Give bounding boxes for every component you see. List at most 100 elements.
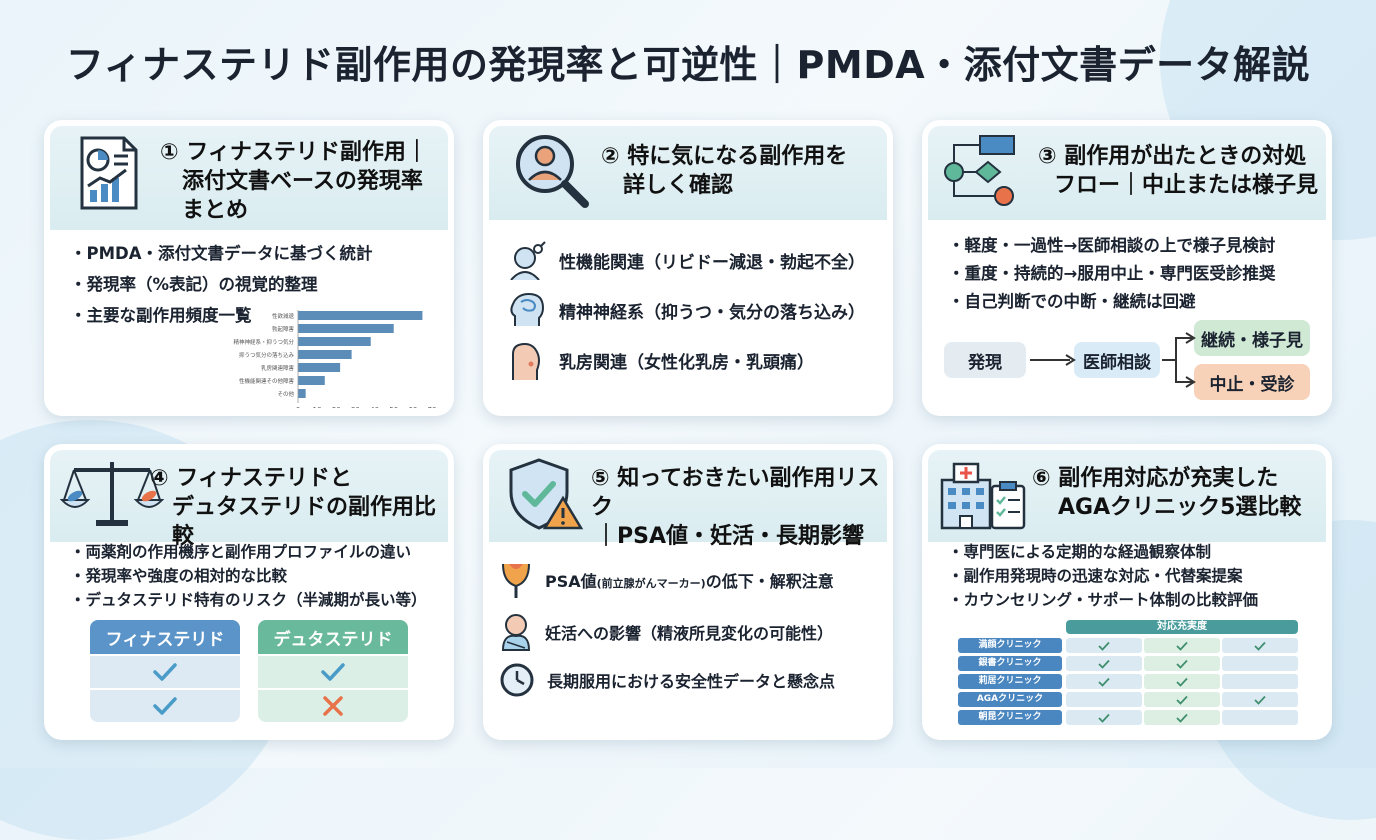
chart-tick-label: 40: [370, 406, 379, 408]
card-response-flow: ③ 副作用が出たときの対処 フロー｜中止または様子見 ・軽度・一過性→医師相談の…: [922, 120, 1332, 416]
card3-bullet: ・重度・持続的→服用中止・専門医受診推奨: [948, 264, 1276, 283]
clinic-rating-cell: [1144, 692, 1220, 707]
chart-tick-label: 30: [351, 406, 360, 408]
card4-title-line1: ④ フィナステリドと: [150, 466, 352, 491]
page-title: フィナステリド副作用の発現率と可逆性｜PMDA・添付文書データ解説: [65, 43, 1311, 87]
clinic-rating-cell: [1144, 656, 1220, 671]
comparison-cell: [90, 690, 240, 722]
check-icon: [1098, 677, 1110, 687]
chart-tick-label: 60: [408, 406, 417, 408]
clinic-name: 満顔クリニック: [958, 638, 1062, 653]
chart-bar: [298, 337, 371, 346]
flowchart-icon: [944, 135, 1015, 206]
psa-note: (前立腺がんマーカー): [596, 577, 706, 590]
chart-tick-label: 10: [313, 406, 322, 408]
card3-bullets: ・軽度・一過性→医師相談の上で様子見検討 ・重度・持続的→服用中止・専門医受診推…: [948, 232, 1275, 316]
check-icon: [1098, 713, 1110, 723]
clinic-rating-cell: [1144, 710, 1220, 725]
card1-bullet: ・発現率（%表記）の視覚的整理: [70, 275, 318, 294]
side-effect-neuropsychiatric: 精神神経系（抑うつ・気分の落ち込み）: [507, 290, 865, 330]
dutasteride-column-header: デュタステリド: [258, 620, 408, 654]
check-icon: [153, 697, 177, 715]
clinic-name: 朝昆クリニック: [958, 710, 1062, 725]
risk-label: 長期服用における安全性データと懸念点: [547, 672, 836, 691]
flow-arrows: [1030, 332, 1196, 388]
chart-category-label: 性欲減退: [272, 312, 295, 320]
psa-rest: の低下・解釈注意: [705, 572, 834, 591]
chart-category-label: 乳房関連障害: [261, 364, 295, 372]
comparison-cell: [258, 656, 408, 688]
clinic-rating-cell: [1066, 638, 1142, 653]
psa-label: PSA値: [545, 572, 597, 591]
card6-title-line2: AGAクリニック5選比較: [1058, 495, 1302, 520]
clinic-rating-cell: [1222, 638, 1298, 653]
cross-icon: [323, 696, 343, 716]
clinic-rating-cell: [1066, 692, 1142, 707]
chart-bar: [298, 363, 341, 372]
clinic-rating-cell: [1066, 656, 1142, 671]
side-effect-label: 性機能関連（リビドー減退・勃起不全）: [559, 252, 865, 273]
card4-bullets: ・両薬剤の作用機序と副作用プロファイルの違い ・発現率や強度の相対的な比較 ・デ…: [70, 540, 427, 612]
card3-title-line1: ③ 副作用が出たときの対処: [1038, 144, 1307, 169]
card5-title-line2: ｜PSA値・妊活・長期影響: [595, 524, 864, 549]
chart-bar: [298, 376, 325, 385]
flow-start-box: 発現: [944, 342, 1026, 378]
male-profile-icon: [510, 241, 546, 280]
card5-title-line1: ⑤ 知っておきたい副作用リスク: [591, 466, 880, 520]
check-icon: [153, 663, 177, 681]
card2-title-line2: 詳しく確認: [623, 173, 734, 198]
comparison-cell: [90, 656, 240, 688]
card-side-effect-rates: ① フィナステリド副作用｜ 添付文書ベースの発現率 まとめ ・PMDA・添付文書…: [44, 120, 454, 416]
check-icon: [1254, 641, 1266, 651]
clinic-rating-cell: [1144, 674, 1220, 689]
side-effect-frequency-bar-chart: 性欲減退勃起障害精神神経系・抑うつ気分抑うつ気分の落ち込み乳房関連障害性機能関連…: [233, 310, 437, 408]
chart-bar: [298, 389, 306, 398]
check-icon: [1254, 695, 1266, 705]
clinic-rating-cell: [1066, 710, 1142, 725]
check-icon: [1176, 713, 1188, 723]
risk-fertility: 妊活への影響（精液所見変化の可能性）: [499, 612, 833, 652]
card1-bullet: ・PMDA・添付文書データに基づく統計: [70, 244, 373, 263]
card-aga-clinic-comparison: ⑥ 副作用対応が充実した AGAクリニック5選比較 ・専門医による定期的な経過観…: [922, 444, 1332, 740]
card6-bullet: ・カウンセリング・サポート体制の比較評価: [948, 591, 1259, 609]
chart-bar: [298, 311, 423, 320]
side-effect-label: 精神神経系（抑うつ・気分の落ち込み）: [559, 302, 865, 323]
chart-category-label: 抑うつ気分の落ち込み: [239, 351, 295, 359]
card4-bullet: ・デュタステリド特有のリスク（半減期が長い等）: [70, 591, 427, 609]
clinic-rating-cell: [1144, 638, 1220, 653]
card3-bullet: ・自己判断での中断・継続は回避: [948, 292, 1196, 311]
side-effect-breast: 乳房関連（女性化乳房・乳頭痛）: [507, 340, 814, 380]
hospital-checklist-icon: [940, 462, 1026, 530]
clinic-rating-cell: [1222, 674, 1298, 689]
comparison-cell: [258, 690, 408, 722]
chest-icon: [512, 342, 540, 380]
card1-bullets: ・PMDA・添付文書データに基づく統計 ・発現率（%表記）の視覚的整理 ・主要な…: [70, 238, 372, 331]
chart-tick-label: 20: [332, 406, 341, 408]
shield-warning-icon: [509, 458, 584, 530]
check-icon: [1176, 677, 1188, 687]
check-icon: [321, 663, 345, 681]
clinic-rating-cell: [1222, 710, 1298, 725]
brain-head-icon: [510, 292, 545, 326]
chart-bar: [298, 324, 394, 333]
check-icon: [1098, 641, 1110, 651]
clinic-rating-cell: [1222, 656, 1298, 671]
card4-bullet: ・両薬剤の作用機序と副作用プロファイルの違い: [70, 543, 412, 561]
card1-title-line2: 添付文書ベースの発現率: [182, 169, 423, 194]
check-icon: [1176, 641, 1188, 651]
chart-category-label: その他: [277, 390, 294, 398]
risk-psa: PSA値(前立腺がんマーカー)の低下・解釈注意: [499, 560, 834, 600]
chart-category-label: 精神神経系・抑うつ気分: [233, 338, 294, 346]
chart-tick-label: 70: [428, 406, 437, 408]
clinic-rating-cell: [1066, 674, 1142, 689]
prostate-icon: [502, 563, 530, 598]
flow-continue-box: 継続・様子見: [1194, 320, 1310, 356]
risk-label: 妊活への影響（精液所見変化の可能性）: [545, 624, 834, 643]
chart-bar: [298, 350, 352, 359]
clinic-name: 莉居クリニック: [958, 674, 1062, 689]
finasteride-column-header: フィナステリド: [90, 620, 240, 654]
chart-category-label: 勃起障害: [272, 325, 295, 333]
check-icon: [1176, 695, 1188, 705]
card-finasteride-vs-dutasteride: ④ フィナステリドと デュタステリドの副作用比較 ・両薬剤の作用機序と副作用プロ…: [44, 444, 454, 740]
chart-tick-label: 0: [296, 406, 300, 408]
